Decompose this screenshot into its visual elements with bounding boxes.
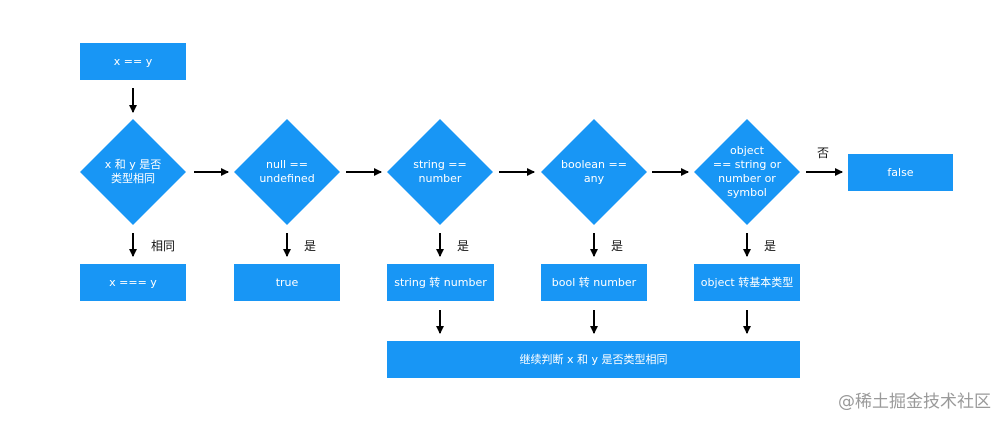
result-string-to-number: string 转 number (387, 264, 494, 301)
start-node: x == y (80, 43, 186, 80)
decision-same-type-label: x 和 y 是否 类型相同 (104, 158, 162, 185)
continue-compare-label: 继续判断 x 和 y 是否类型相同 (519, 352, 668, 366)
false-node: false (848, 154, 953, 191)
continue-compare-node: 继续判断 x 和 y 是否类型相同 (387, 341, 800, 378)
condition-same-label: 相同 (151, 239, 176, 253)
decision-string-number-label: string == number (413, 158, 467, 185)
condition-no-label: 否 (817, 146, 830, 160)
decision-object-primitive: object == string or number or symbol (694, 119, 800, 225)
decision-boolean-any: boolean == any (541, 119, 647, 225)
result-true-label: true (275, 275, 299, 289)
condition-yes-label: 是 (457, 239, 470, 253)
start-node-label: x == y (113, 54, 153, 68)
condition-yes-label: 是 (611, 239, 624, 253)
result-strict-equal-label: x === y (109, 275, 157, 289)
result-bool-to-number: bool 转 number (541, 264, 647, 301)
decision-object-primitive-label: object == string or number or symbol (712, 144, 782, 199)
result-strict-equal: x === y (80, 264, 186, 301)
false-node-label: false (887, 165, 914, 179)
result-true: true (234, 264, 340, 301)
watermark: @稀土掘金技术社区 (838, 392, 991, 412)
diamond-shape (387, 119, 493, 225)
decision-null-undefined-label: null == undefined (259, 158, 315, 185)
diamond-shape (234, 119, 340, 225)
diamond-shape (80, 119, 186, 225)
condition-yes-label: 是 (304, 239, 317, 253)
result-string-to-number-label: string 转 number (394, 275, 487, 289)
result-object-to-primitive-label: object 转基本类型 (700, 275, 794, 289)
decision-null-undefined: null == undefined (234, 119, 340, 225)
decision-boolean-any-label: boolean == any (561, 158, 627, 185)
diamond-shape (541, 119, 647, 225)
decision-same-type: x 和 y 是否 类型相同 (80, 119, 186, 225)
condition-yes-label: 是 (764, 239, 777, 253)
decision-string-number: string == number (387, 119, 493, 225)
diamond-shape (694, 119, 800, 225)
result-bool-to-number-label: bool 转 number (551, 275, 637, 289)
result-object-to-primitive: object 转基本类型 (694, 264, 800, 301)
